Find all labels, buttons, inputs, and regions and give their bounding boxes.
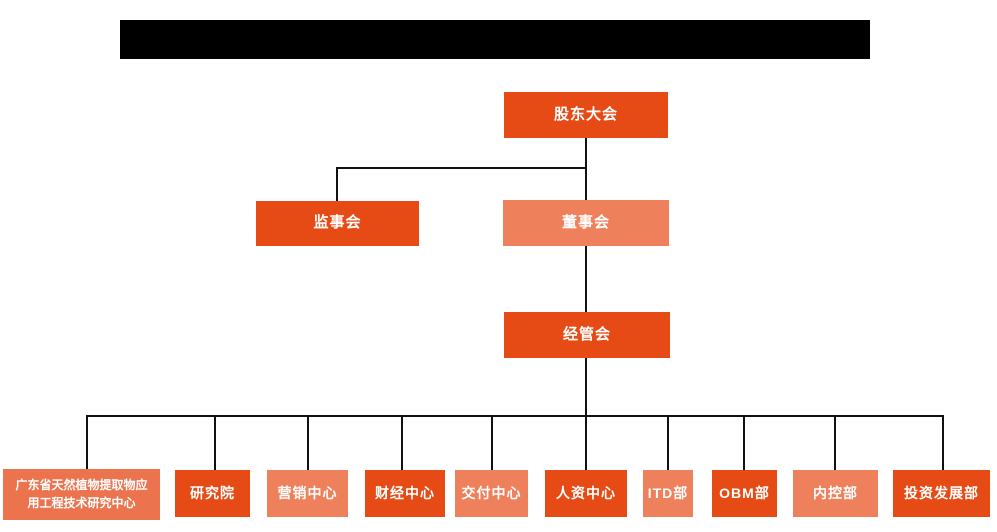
org-node-itd-department: ITD部 — [643, 470, 693, 517]
connector-line — [307, 415, 309, 470]
connector-line — [585, 138, 587, 168]
org-node-investment-development-department: 投资发展部 — [893, 470, 990, 517]
connector-line — [585, 246, 587, 312]
org-node-supervisory-board: 监事会 — [256, 201, 419, 246]
connector-line — [942, 415, 944, 470]
connector-line — [86, 415, 944, 417]
org-node-plant-extract-research-center: 广东省天然植物提取物应 用工程技术研究中心 — [3, 469, 160, 520]
org-node-board-of-directors: 董事会 — [503, 200, 669, 246]
org-node-finance-center: 财经中心 — [365, 470, 445, 517]
connector-line — [585, 167, 587, 201]
connector-line — [491, 415, 493, 470]
org-node-hr-center: 人资中心 — [545, 470, 627, 517]
connector-line — [86, 415, 88, 470]
org-node-management-committee: 经管会 — [504, 312, 670, 358]
connector-line — [585, 358, 587, 416]
org-node-research-institute: 研究院 — [175, 470, 250, 517]
org-node-shareholders-meeting: 股东大会 — [504, 92, 668, 138]
redacted-title-bar — [120, 20, 870, 59]
connector-line — [743, 415, 745, 470]
org-node-obm-department: OBM部 — [712, 470, 777, 517]
connector-line — [214, 415, 216, 470]
connector-line — [585, 415, 587, 470]
org-node-delivery-center: 交付中心 — [455, 470, 528, 517]
connector-line — [336, 167, 338, 201]
connector-line — [336, 167, 587, 169]
connector-line — [834, 415, 836, 470]
org-node-marketing-center: 营销中心 — [267, 470, 348, 517]
org-node-internal-control-department: 内控部 — [793, 470, 878, 517]
connector-line — [667, 415, 669, 470]
connector-line — [401, 415, 403, 470]
